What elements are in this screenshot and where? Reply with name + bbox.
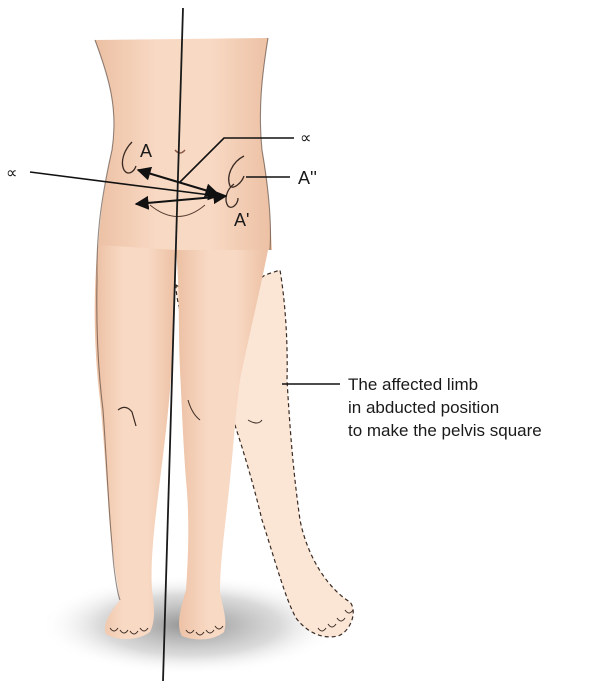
point-a-prime-label: A' xyxy=(234,210,249,230)
alpha-top-label: ∝ xyxy=(300,130,311,147)
alpha-left-label: ∝ xyxy=(6,165,17,182)
point-a-double-prime-label: A'' xyxy=(298,168,317,188)
caption-line-2: in abducted position xyxy=(348,398,499,417)
point-a-label: A xyxy=(140,141,152,161)
caption-line-1: The affected limb xyxy=(348,375,478,394)
caption-line-3: to make the pelvis square xyxy=(348,421,542,440)
